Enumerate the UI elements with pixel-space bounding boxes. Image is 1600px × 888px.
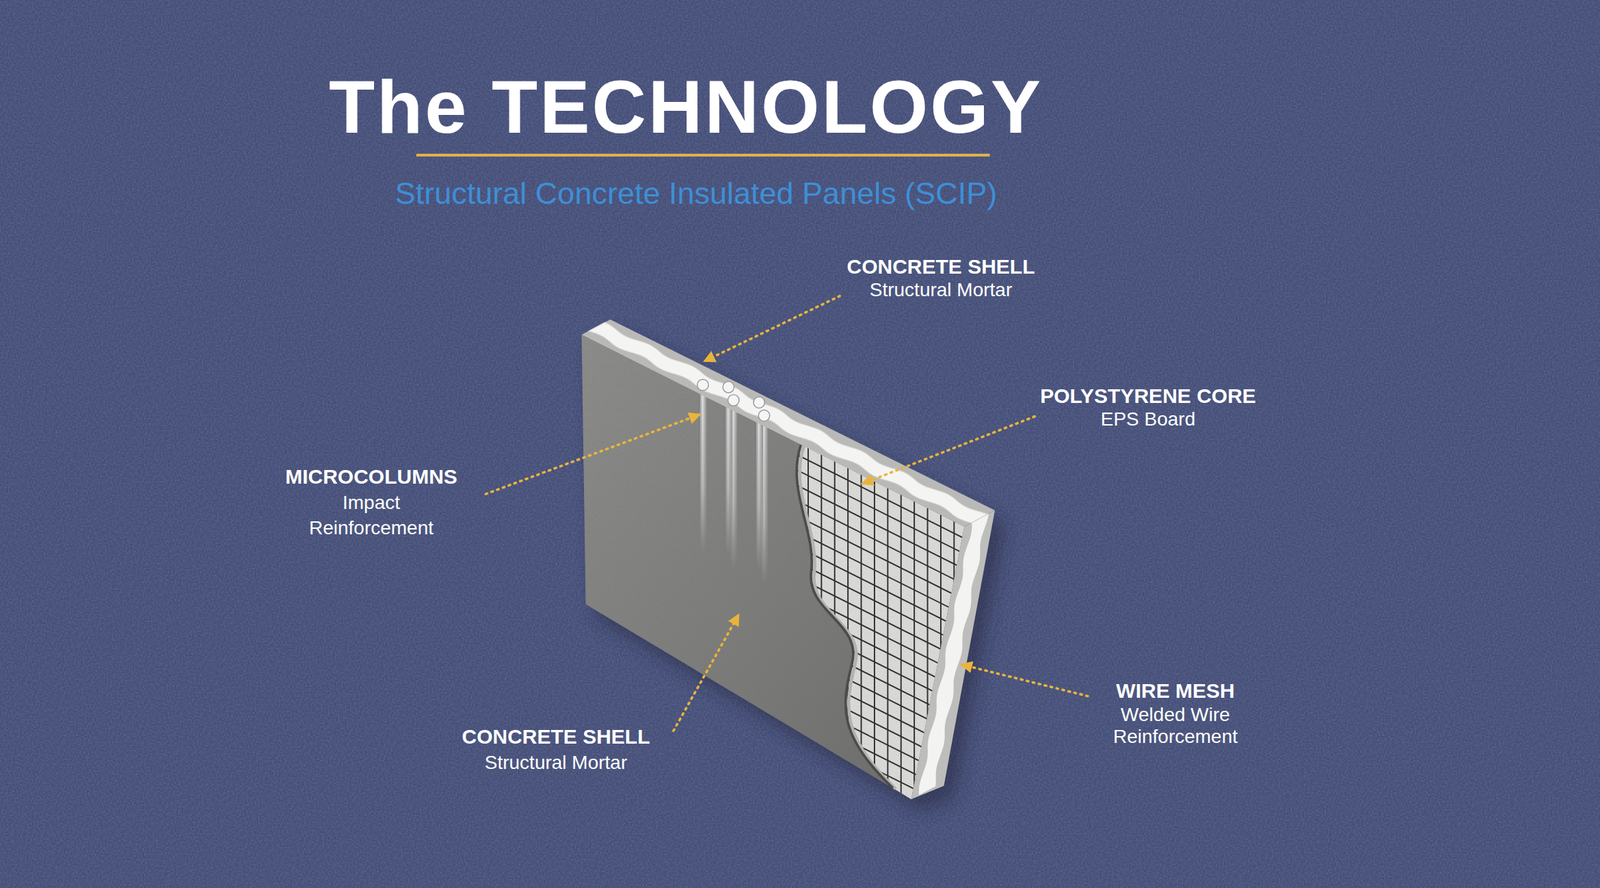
leader-lines — [485, 296, 1088, 731]
microcolumn-end — [758, 409, 770, 421]
wire-mesh — [860, 474, 863, 772]
callout-text: EPS Board — [1100, 406, 1196, 432]
microcolumn — [724, 387, 733, 556]
callout-heading: WIRE MESH — [1115, 678, 1235, 703]
microcolumn-end — [728, 394, 740, 406]
eps-core — [918, 513, 989, 795]
callout-text: Structural Mortar — [869, 277, 1013, 303]
microcolumn — [698, 384, 708, 554]
callout-heading: CONCRETE SHELL — [846, 254, 1035, 279]
callout-heading: MICROCOLUMNS — [285, 464, 458, 489]
callout-heading: CONCRETE SHELL — [461, 724, 650, 749]
microcolumn-end — [722, 381, 734, 393]
title: The TECHNOLOGY — [328, 69, 1043, 145]
wire-mesh — [785, 739, 980, 837]
callout-heading: POLYSTYRENE CORE — [1040, 383, 1257, 409]
leader-line — [961, 663, 1088, 696]
microcolumn-end — [697, 378, 709, 390]
cut-edge — [800, 445, 897, 789]
callout-text: Structural Mortar — [484, 750, 628, 775]
callout-text: Impact Reinforcement — [292, 489, 450, 541]
title-underline — [416, 153, 991, 157]
wire-mesh — [834, 460, 836, 755]
leader-line — [485, 414, 700, 494]
microcolumn-end — [753, 396, 765, 408]
eps-core — [588, 322, 989, 523]
side-face — [911, 510, 995, 799]
leader-line — [862, 416, 1035, 484]
callout-text: Welded Wire Reinforcement — [1096, 703, 1255, 748]
wire-mesh — [873, 480, 876, 779]
eps-core — [588, 322, 989, 523]
leader-line — [704, 296, 840, 362]
microcolumn — [754, 402, 764, 571]
subtitle: Structural Concrete Insulated Panels (SC… — [395, 177, 997, 209]
top-face — [581, 319, 995, 527]
wire-mesh — [785, 754, 980, 852]
scip-panel — [571, 306, 1006, 852]
cut-edge — [796, 444, 893, 788]
leader-line — [673, 614, 740, 731]
cutaway — [775, 428, 1000, 852]
